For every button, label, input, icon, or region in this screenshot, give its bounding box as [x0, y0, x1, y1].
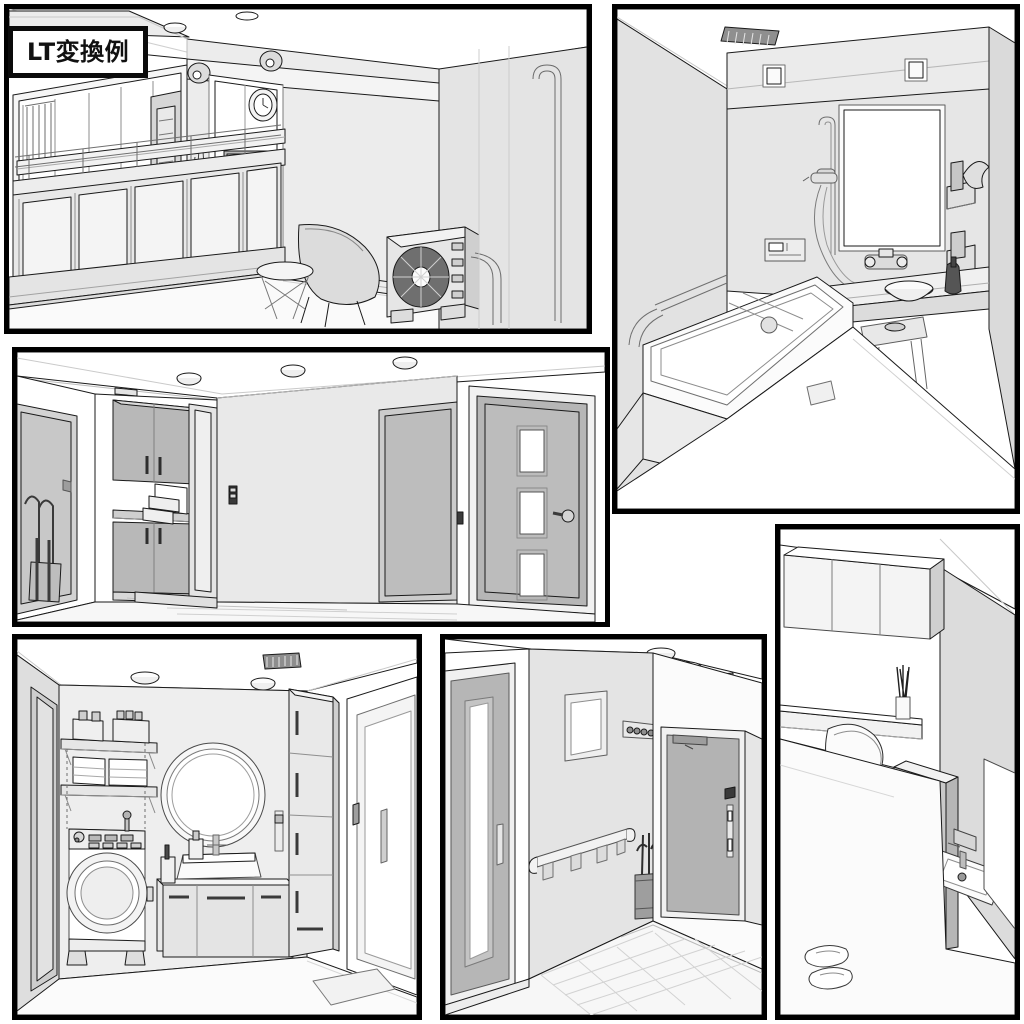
- panel-unit-bathroom[interactable]: [612, 4, 1020, 514]
- title-caption-text: LT変換例: [26, 38, 130, 66]
- panel-balcony-living-art: [9, 9, 587, 329]
- panel-entry-foyer[interactable]: [440, 634, 767, 1020]
- panel-entry-foyer-art: [445, 639, 762, 1015]
- panel-entrance-corridor-art: [17, 352, 605, 622]
- panel-toilet-room[interactable]: [775, 524, 1020, 1020]
- panel-balcony-living[interactable]: [4, 4, 592, 334]
- title-caption-box: LT変換例: [8, 26, 148, 78]
- panel-unit-bathroom-art: [617, 9, 1015, 509]
- panel-entrance-corridor[interactable]: [12, 347, 610, 627]
- panel-toilet-room-art: [780, 529, 1015, 1015]
- panel-washroom-art: [17, 639, 417, 1015]
- panel-washroom[interactable]: [12, 634, 422, 1020]
